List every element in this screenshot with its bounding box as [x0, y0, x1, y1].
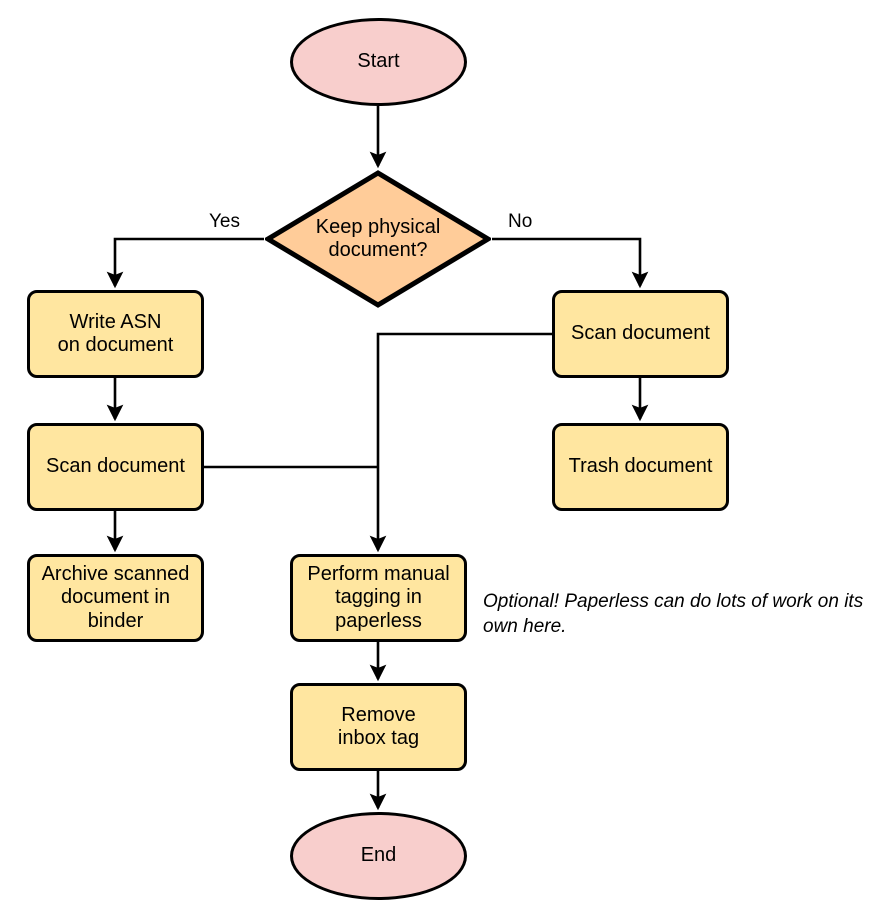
node-end[interactable]: End [290, 812, 467, 900]
node-perform-manual-tagging[interactable]: Perform manual tagging in paperless [290, 554, 467, 642]
node-remove-inbox-tag-label: Remove inbox tag [337, 703, 420, 749]
node-remove-inbox-tag[interactable]: Remove inbox tag [290, 683, 467, 771]
diamond-shape [265, 170, 491, 308]
node-trash-document-label: Trash document [568, 455, 713, 478]
node-archive-scanned-document[interactable]: Archive scanned document in binder [27, 554, 204, 642]
edge-label-yes: Yes [209, 211, 240, 232]
edge-decision-no-to-scan-right [492, 237, 649, 289]
edge-label-no: No [508, 211, 533, 232]
node-start[interactable]: Start [290, 18, 467, 106]
node-scan-document-left[interactable]: Scan document [27, 423, 204, 511]
node-trash-document[interactable]: Trash document [552, 423, 729, 511]
node-start-label: Start [357, 50, 400, 73]
node-perform-manual-tagging-label: Perform manual tagging in paperless [307, 563, 450, 632]
node-write-asn-label: Write ASN on document [57, 310, 174, 356]
edge-scan-right-to-tagging [369, 332, 552, 553]
node-keep-physical-document[interactable]: Keep physical document? [265, 170, 491, 308]
node-keep-physical-document-label: Keep physical document? [315, 215, 441, 261]
node-scan-document-right[interactable]: Scan document [552, 290, 729, 378]
node-end-label: End [360, 844, 397, 867]
node-scan-document-right-label: Scan document [571, 322, 710, 345]
node-scan-document-left-label: Scan document [46, 455, 185, 478]
node-archive-scanned-document-label: Archive scanned document in binder [41, 563, 190, 632]
node-write-asn[interactable]: Write ASN on document [27, 290, 204, 378]
edge-decision-yes-to-write-asn [106, 237, 264, 289]
annotation-optional-note: Optional! Paperless can do lots of work … [483, 591, 864, 637]
